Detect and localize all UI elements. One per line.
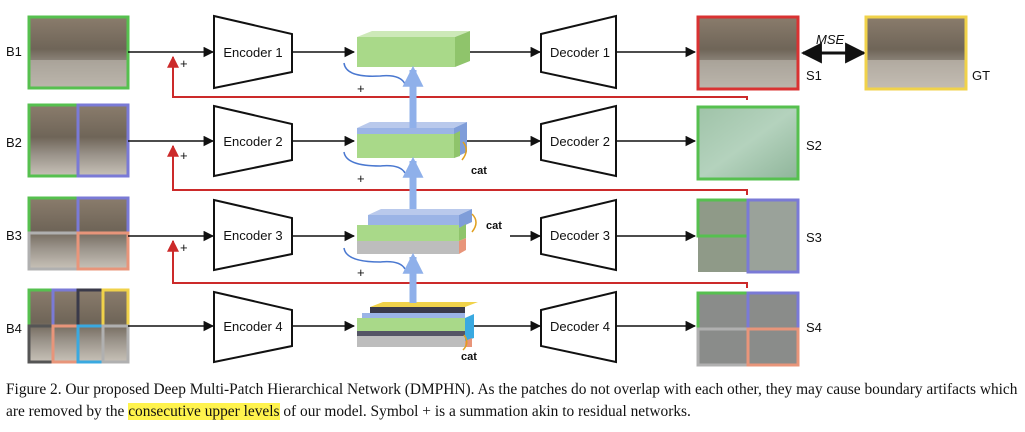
decoder-3	[540, 198, 617, 272]
mse-label: MSE	[816, 32, 845, 47]
feature-block-3	[357, 209, 472, 254]
label-s2: S2	[806, 138, 822, 153]
brace-feature-1	[343, 62, 406, 85]
decoder-2-label: Decoder 2	[550, 134, 610, 149]
cat-label-4: cat	[461, 351, 477, 363]
output-s3	[696, 198, 800, 274]
encoder-3-label: Encoder 3	[223, 228, 282, 243]
brace-feature-2	[343, 151, 406, 174]
cat-label-2: cat	[471, 165, 487, 177]
feature-plus-1: +	[357, 81, 365, 96]
caption-text-1: Figure 2. Our proposed Deep Multi-Patch …	[6, 381, 1018, 420]
label-gt: GT	[972, 68, 990, 83]
cat-brace-3	[471, 213, 477, 233]
input-b4	[27, 288, 130, 364]
caption-text-2: of our model. Symbol + is a summation ak…	[279, 403, 691, 420]
brace-feature-3	[343, 247, 406, 270]
ground-truth-image	[864, 15, 968, 91]
cat-brace-4	[462, 334, 468, 351]
input-b3	[27, 196, 130, 271]
output-s4	[696, 291, 800, 367]
residual-arrow-s2-to-b1	[167, 55, 748, 100]
feature-plus-3: +	[357, 265, 365, 280]
decoder-2	[540, 104, 617, 178]
label-b1: B1	[6, 44, 22, 59]
figure-caption: Figure 2. Our proposed Deep Multi-Patch …	[6, 379, 1018, 423]
decoder-1	[540, 14, 617, 90]
feature-block-1	[357, 31, 470, 67]
encoder-2	[213, 104, 293, 178]
sum-plus-2: +	[180, 148, 188, 163]
feature-block-2	[357, 122, 467, 158]
dmphn-diagram: B1 B2 B3 B4 + + + Encoder 1 Encoder 2 En…	[6, 14, 990, 367]
residual-arrow-s3-to-b2	[167, 144, 748, 195]
input-b2	[27, 103, 130, 178]
input-b1	[27, 15, 130, 90]
encoder-4	[213, 290, 293, 364]
decoder-3-label: Decoder 3	[550, 228, 610, 243]
sum-plus-1: +	[180, 56, 188, 71]
encoder-1-label: Encoder 1	[223, 45, 282, 60]
cat-label-3: cat	[486, 220, 502, 232]
encoder-4-label: Encoder 4	[223, 319, 282, 334]
residual-arrow-s4-to-b3	[167, 239, 748, 288]
decoder-4-label: Decoder 4	[550, 319, 610, 334]
caption-highlight: consecutive upper levels	[128, 403, 280, 420]
label-b2: B2	[6, 135, 22, 150]
feature-block-4	[357, 302, 478, 347]
decoder-4	[540, 290, 617, 364]
label-s4: S4	[806, 320, 822, 335]
feature-plus-2: +	[357, 171, 365, 186]
encoder-3	[213, 198, 293, 272]
output-s1	[696, 15, 800, 91]
label-s3: S3	[806, 230, 822, 245]
label-s1: S1	[806, 68, 822, 83]
label-b4: B4	[6, 321, 22, 336]
cat-brace-2	[461, 141, 467, 161]
encoder-1	[213, 14, 293, 90]
label-b3: B3	[6, 228, 22, 243]
decoder-1-label: Decoder 1	[550, 45, 610, 60]
output-s2	[696, 105, 800, 181]
encoder-2-label: Encoder 2	[223, 134, 282, 149]
sum-plus-3: +	[180, 240, 188, 255]
